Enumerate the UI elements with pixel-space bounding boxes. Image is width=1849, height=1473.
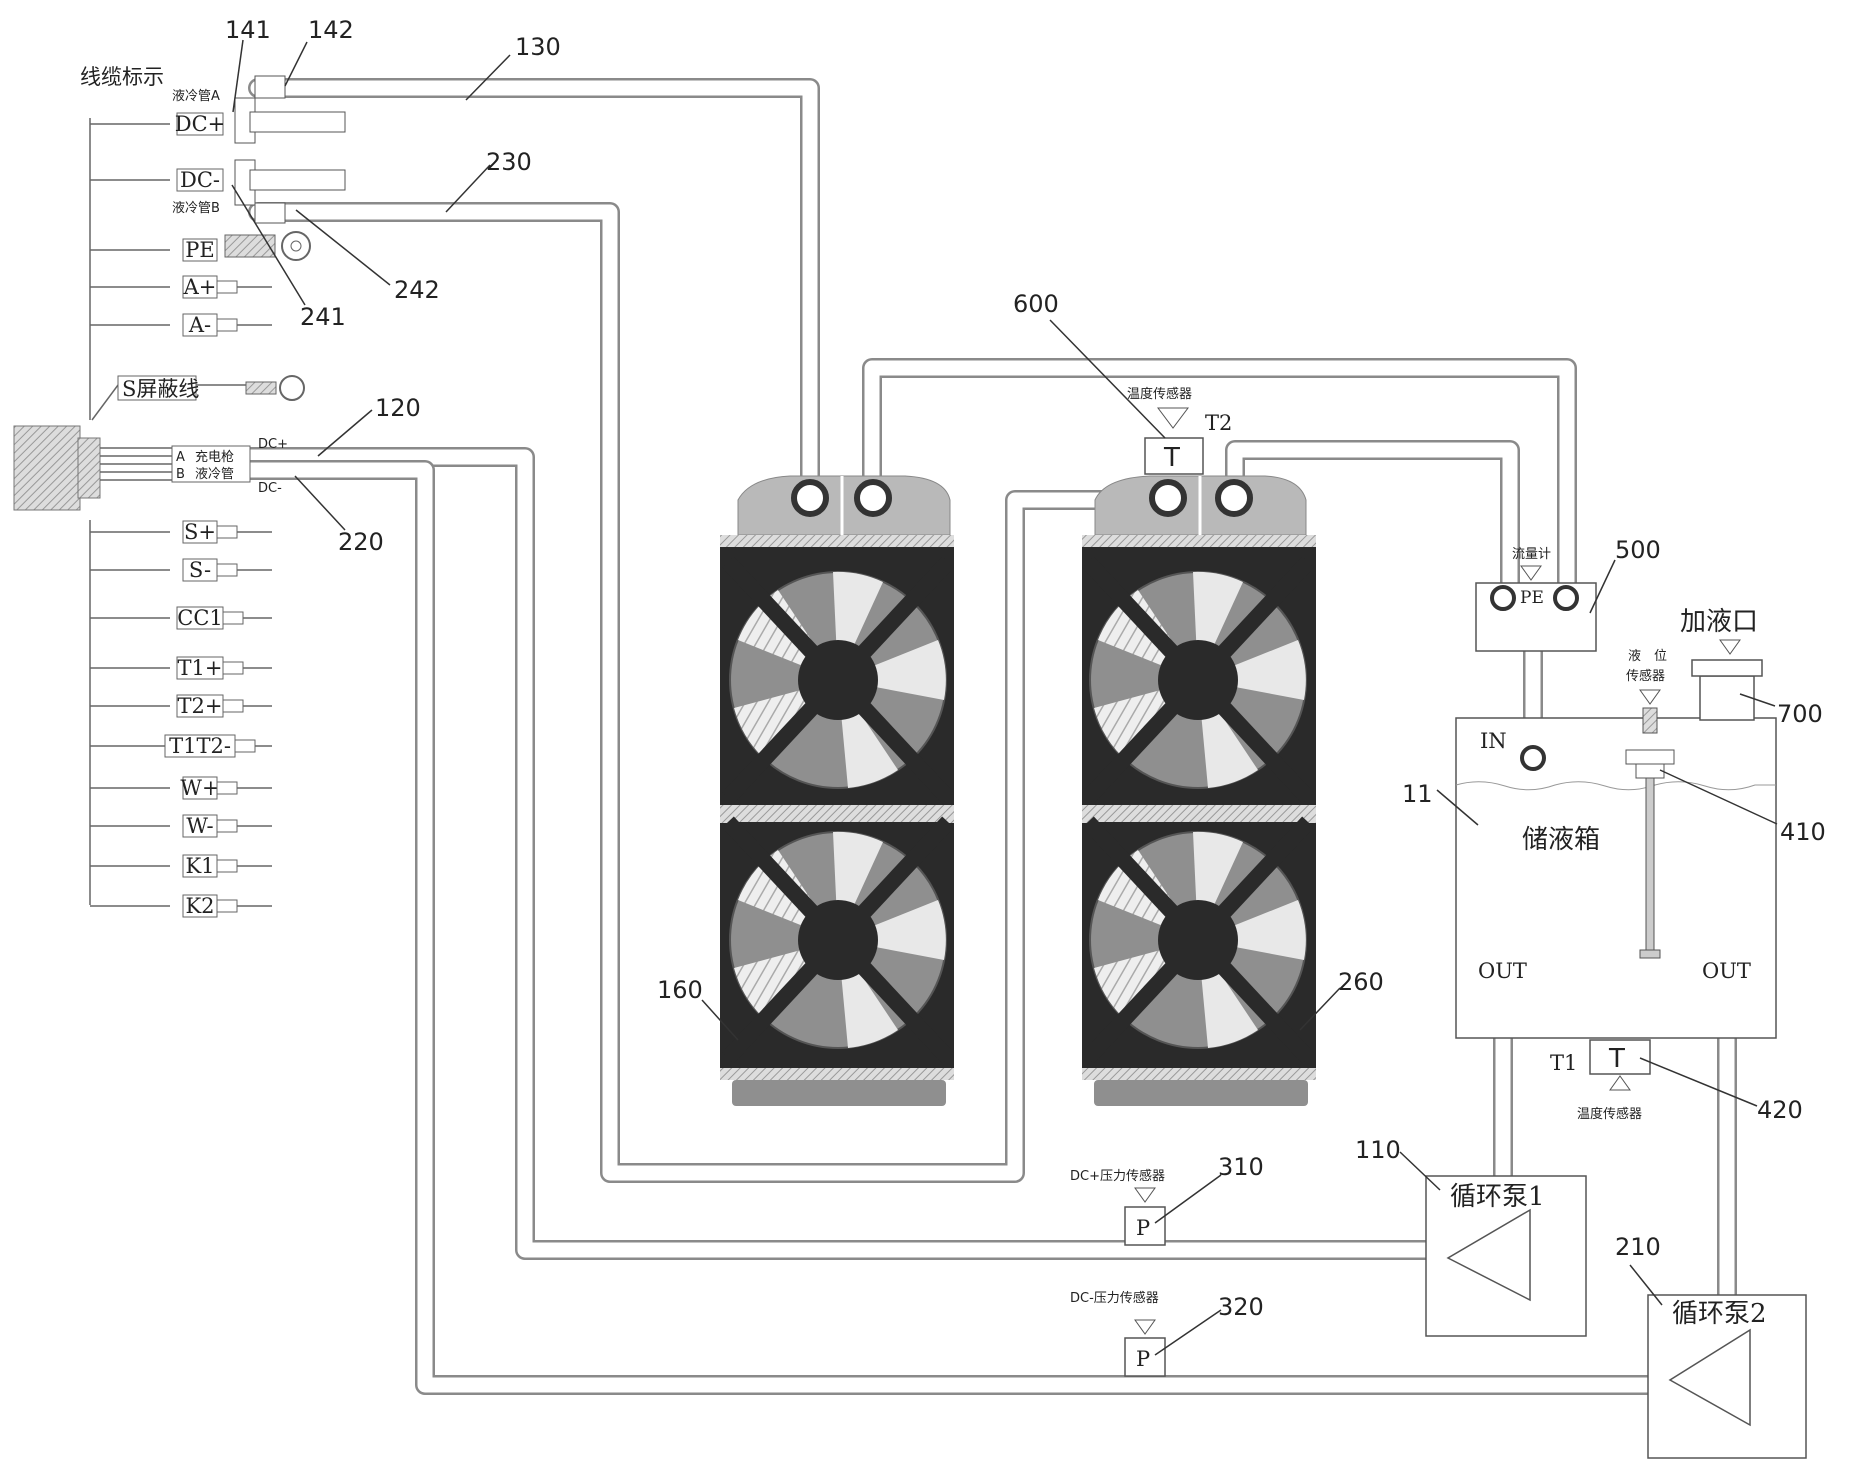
label-pump-2: 循环泵2 (1672, 1299, 1767, 1329)
label-pump-1: 循环泵1 (1450, 1182, 1545, 1212)
label-flowmeter-pe: PE (1520, 588, 1544, 608)
ref-260: 260 (1338, 968, 1384, 996)
label-tank: 储液箱 (1522, 825, 1600, 855)
terminal-label: CC1 (177, 606, 223, 630)
ref-242: 242 (394, 276, 440, 304)
terminal-label: A+ (183, 275, 217, 299)
radiator-1 (720, 475, 954, 1106)
terminal-label: W+ (180, 776, 219, 800)
ref-230: 230 (486, 148, 532, 176)
pressure-sensors (1124, 1187, 1166, 1377)
ref-310: 310 (1218, 1153, 1264, 1181)
ref-160: 160 (657, 976, 703, 1004)
ref-700: 700 (1777, 700, 1823, 728)
ref-110: 110 (1355, 1136, 1401, 1164)
label-dc-minus-small: DC- (258, 481, 282, 496)
terminal-row: DC- (90, 168, 224, 192)
label-cooling-tube-a: 液冷管A (172, 89, 220, 104)
terminal-row: T1+ (90, 656, 272, 680)
terminal-label: DC+ (175, 112, 226, 136)
terminal-row: S- (90, 558, 272, 582)
label-gun-line2: 液冷管 (195, 467, 234, 482)
label-level-sensor-1: 液 位 (1628, 649, 1667, 664)
connector-block (13, 118, 305, 905)
ref-141: 141 (225, 16, 271, 44)
label-cooling-tube-b: 液冷管B (172, 201, 220, 216)
terminal-label: S- (189, 558, 211, 582)
label-gun-b: B (176, 467, 185, 482)
terminal-row: T2+ (90, 694, 272, 718)
ref-120: 120 (375, 394, 421, 422)
ref-600: 600 (1013, 290, 1059, 318)
label-flowmeter: 流量计 (1512, 547, 1551, 562)
tube-connectors (224, 75, 346, 261)
label-gun-a: A (176, 450, 185, 465)
label-temp-sensor-bottom: 温度传感器 (1577, 1106, 1642, 1122)
terminal-label: K1 (185, 854, 214, 878)
ref-410: 410 (1780, 818, 1826, 846)
terminal-row: CC1 (90, 606, 272, 630)
ref-210: 210 (1615, 1233, 1661, 1261)
flowmeter (1475, 565, 1597, 652)
label-p2: P (1136, 1347, 1150, 1371)
pumps (1425, 1175, 1807, 1459)
label-temp-sensor-top: 温度传感器 (1127, 386, 1192, 402)
terminal-label: A- (188, 313, 211, 337)
label-gun-line1: 充电枪 (195, 449, 234, 465)
radiator-2 (1082, 475, 1316, 1106)
label-t1: T1 (1550, 1051, 1577, 1075)
label-t-bottom: T (1608, 1044, 1625, 1074)
ref-142: 142 (308, 16, 354, 44)
terminal-row: PE (90, 238, 218, 262)
terminal-row: DC+ (90, 112, 225, 136)
terminal-row: T1T2- (90, 734, 272, 758)
label-out-2: OUT (1702, 959, 1751, 983)
label-in: IN (1480, 729, 1507, 753)
label-pressure-dc-minus: DC-压力传感器 (1070, 1290, 1159, 1306)
temp-sensor-t2 (1144, 407, 1204, 475)
terminal-label: T1T2- (169, 734, 231, 758)
leader-lines (231, 39, 1778, 1356)
ref-320: 320 (1218, 1293, 1264, 1321)
terminal-row: A+ (90, 275, 272, 299)
label-level-sensor-2: 传感器 (1626, 668, 1665, 684)
terminal-row: A- (90, 313, 272, 337)
terminal-label: W- (186, 814, 213, 838)
label-cable-marking: 线缆标示 (80, 65, 164, 89)
label-fill-port: 加液口 (1680, 607, 1758, 637)
label-pressure-dc-plus: DC+压力传感器 (1070, 1168, 1165, 1184)
terminal-label: K2 (185, 894, 214, 918)
tank (1455, 639, 1777, 1091)
terminal-row: K1 (90, 854, 272, 878)
terminal-label: S+ (184, 520, 216, 544)
label-out-1: OUT (1478, 959, 1527, 983)
ref-11: 11 (1402, 780, 1433, 808)
terminal-label: T2+ (178, 694, 223, 718)
terminal-label: PE (185, 238, 214, 262)
label-t2: T2 (1205, 411, 1232, 435)
ref-241: 241 (300, 303, 346, 331)
label-dc-plus-small: DC+ (258, 437, 288, 452)
ref-500: 500 (1615, 536, 1661, 564)
ref-420: 420 (1757, 1096, 1803, 1124)
text-labels: 线缆标示 液冷管A 液冷管B S屏蔽线 A B 充电枪 液冷管 DC+ DC- … (80, 65, 1767, 1371)
ref-220: 220 (338, 528, 384, 556)
label-p1: P (1136, 1216, 1150, 1240)
terminal-row: S+ (90, 520, 272, 544)
label-shield-wire: S屏蔽线 (122, 377, 199, 401)
terminal-row: W+ (90, 776, 272, 800)
label-t-top: T (1163, 443, 1180, 473)
terminal-label: T1+ (178, 656, 223, 680)
terminal-row: K2 (90, 894, 272, 918)
terminal-row: W- (90, 814, 272, 838)
reference-numbers: 141 142 130 230 242 241 120 220 600 500 … (225, 16, 1826, 1321)
ref-130: 130 (515, 33, 561, 61)
pipes (240, 78, 1737, 1395)
terminal-label: DC- (180, 168, 220, 192)
